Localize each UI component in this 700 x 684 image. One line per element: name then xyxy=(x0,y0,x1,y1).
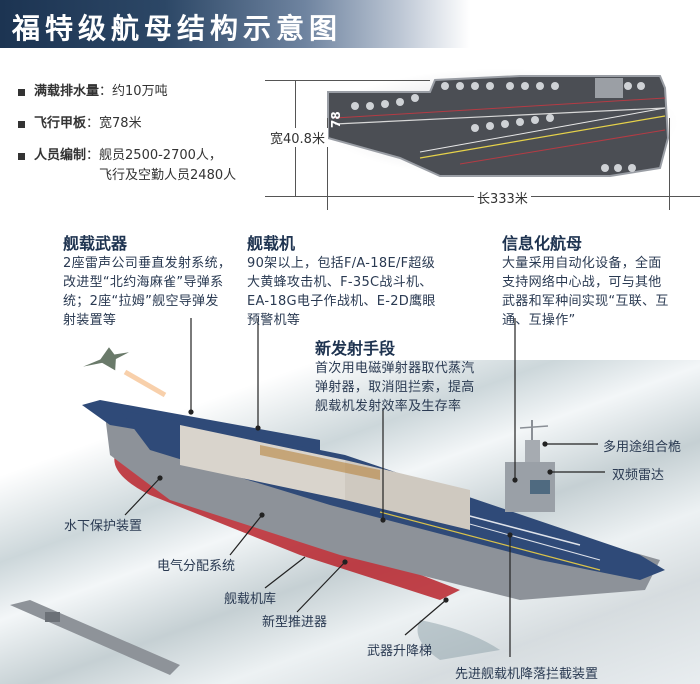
callout-body: 90架以上，包括F/A-18E/F超级 大黄蜂攻击机、F-35C战斗机、 EA-… xyxy=(247,256,436,328)
callout-info: 信息化航母 大量采用自动化设备，全面 支持网络中心战，可与其他 武器和军种间实现… xyxy=(502,234,700,330)
hull-number: 78 xyxy=(329,111,343,128)
spec-colon: ： xyxy=(99,84,113,99)
carrier-top-view-illustration: 78 xyxy=(327,75,670,177)
spec-value: 约10万吨 xyxy=(112,84,168,99)
spec-value: 舰员2500-2700人， 飞行及空勤人员2480人 xyxy=(99,148,237,183)
spec-label: 人员编制 xyxy=(34,148,87,163)
square-bullet-icon xyxy=(18,89,25,96)
callout-body: 首次用电磁弹射器取代蒸汽 弹射器，取消阻拦索，提高 舰载机发射效率及生存率 xyxy=(315,361,475,414)
callout-launch: 新发射手段 首次用电磁弹射器取代蒸汽 弹射器，取消阻拦索，提高 舰载机发射效率及… xyxy=(315,339,515,416)
label-elevator: 武器升降梯 xyxy=(367,644,433,659)
spec-flight-deck: 飞行甲板： 宽78米 xyxy=(18,114,268,134)
callout-title: 信息化航母 xyxy=(502,234,583,253)
label-hangar: 舰载机库 xyxy=(224,592,277,607)
length-label: 长333米 xyxy=(474,188,531,207)
square-bullet-icon xyxy=(18,121,25,128)
callout-title: 新发射手段 xyxy=(315,339,396,358)
spec-colon: ： xyxy=(86,116,100,131)
length-dim-left xyxy=(327,118,328,210)
label-power: 电气分配系统 xyxy=(157,559,236,574)
title-banner: 福特级航母结构示意图 xyxy=(0,0,470,48)
page-title: 福特级航母结构示意图 xyxy=(12,12,343,45)
callout-aircraft: 舰载机 90架以上，包括F/A-18E/F超级 大黄蜂攻击机、F-35C战斗机、… xyxy=(247,234,477,330)
spec-colon: ： xyxy=(86,148,100,163)
callout-title: 舰载武器 xyxy=(63,234,128,253)
callout-body: 2座雷声公司垂直发射系统， 改进型“北约海麻雀”导弹系 统；2座“拉姆”舰空导弹… xyxy=(63,256,232,328)
spec-label: 飞行甲板 xyxy=(34,116,87,131)
square-bullet-icon xyxy=(18,153,25,160)
spec-crew: 人员编制： 舰员2500-2700人， 飞行及空勤人员2480人 xyxy=(18,146,268,186)
width-dim-top xyxy=(265,80,430,81)
callout-title: 舰载机 xyxy=(247,234,296,253)
spec-displacement: 满载排水量： 约10万吨 xyxy=(18,82,268,102)
spec-list: 满载排水量： 约10万吨 飞行甲板： 宽78米 人员编制： 舰员2500-270… xyxy=(18,82,268,198)
carrier-top-view: 78 宽40.8米 长333米 xyxy=(260,58,700,210)
label-radar: 双频雷达 xyxy=(612,468,665,483)
label-underwater: 水下保护装置 xyxy=(64,519,143,534)
callout-weapons: 舰载武器 2座雷声公司垂直发射系统， 改进型“北约海麻雀”导弹系 统；2座“拉姆… xyxy=(63,234,253,330)
label-propulsion: 新型推进器 xyxy=(262,615,328,630)
spec-value: 宽78米 xyxy=(99,116,142,131)
width-label: 宽40.8米 xyxy=(267,128,328,147)
spec-label: 满载排水量 xyxy=(34,84,100,99)
label-arresting: 先进舰载机降落拦截装置 xyxy=(455,667,599,682)
label-mast: 多用途组合桅 xyxy=(603,440,682,455)
callout-body: 大量采用自动化设备，全面 支持网络中心战，可与其他 武器和军种间实现“互联、互 … xyxy=(502,256,669,328)
length-dim-right xyxy=(669,118,670,210)
